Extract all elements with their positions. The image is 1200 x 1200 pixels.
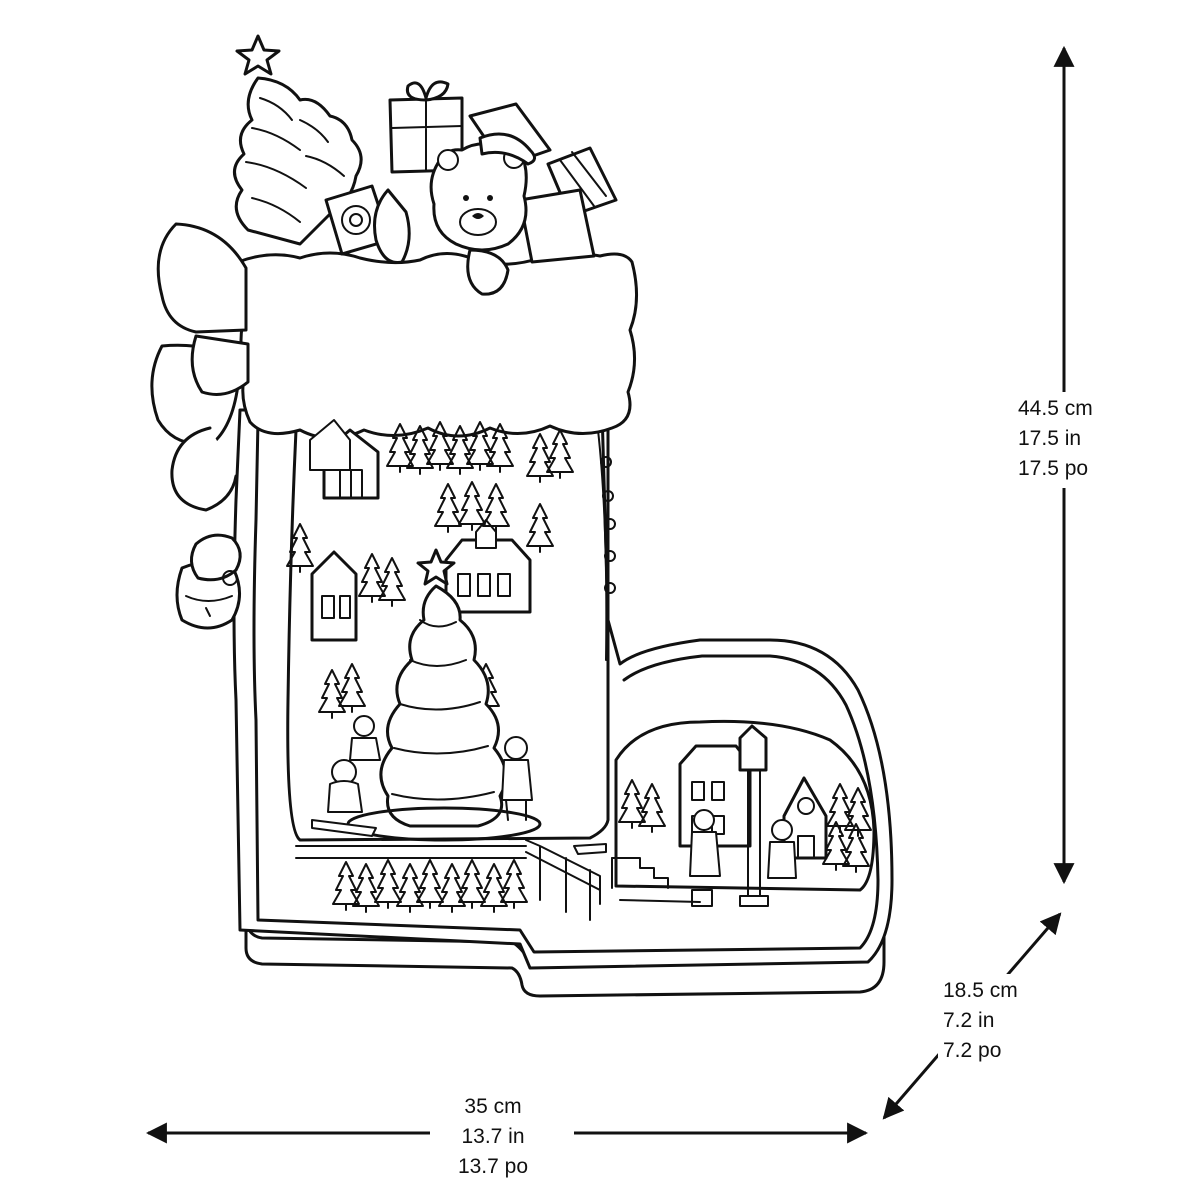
depth-po: 7.2 po <box>943 1039 1002 1062</box>
height-in: 17.5 in <box>1018 427 1082 450</box>
village-scene <box>286 419 872 921</box>
height-po: 17.5 po <box>1018 457 1089 480</box>
width-po: 13.7 po <box>457 1155 529 1178</box>
fur-cuff <box>235 251 639 440</box>
height-dimension-label: 44.5 cm 17.5 in 17.5 po <box>1018 394 1093 484</box>
height-cm: 44.5 cm <box>1018 397 1093 420</box>
depth-dimension-label: 18.5 cm 7.2 in 7.2 po <box>943 976 1018 1066</box>
teddy-bear <box>373 132 536 296</box>
width-in: 13.7 in <box>461 1125 525 1148</box>
width-dimension-label: 35 cm 13.7 in 13.7 po <box>448 1092 538 1182</box>
bells-and-bow <box>150 222 250 630</box>
width-cm: 35 cm <box>464 1095 522 1118</box>
depth-in: 7.2 in <box>943 1009 995 1032</box>
depth-cm: 18.5 cm <box>943 979 1018 1002</box>
